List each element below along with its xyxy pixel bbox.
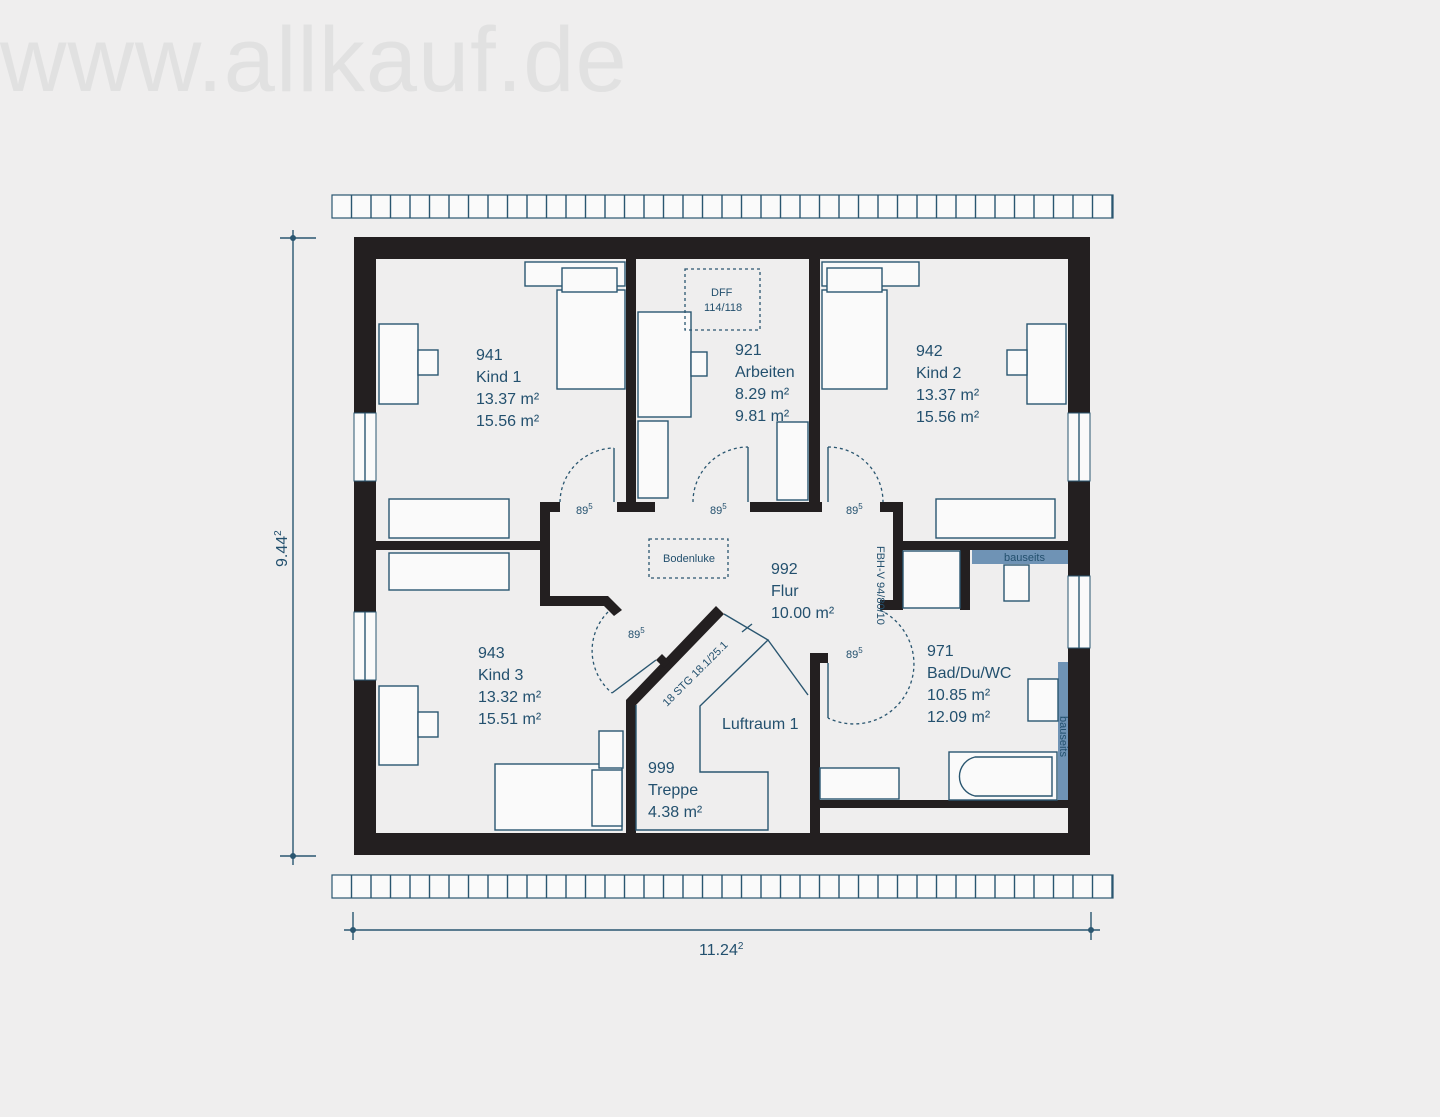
room-area1: 13.32 m² (478, 689, 542, 706)
fbh-label: FBH-V 94/80/10 (874, 546, 886, 625)
room-name: Kind 2 (916, 365, 961, 382)
height-dimension: 9.442 (273, 230, 316, 865)
door-width-label: 895 (846, 646, 863, 661)
room-area1: 10.00 m² (771, 605, 835, 622)
room-name: Kind 1 (476, 369, 521, 386)
svg-text:9.442: 9.442 (273, 530, 291, 567)
room-name: Kind 3 (478, 667, 523, 684)
room-number: 943 (478, 645, 505, 662)
stairs-label: 18 STG 18.1/25.1 (661, 639, 731, 709)
room-number: 992 (771, 561, 798, 578)
door-width-label: 895 (576, 502, 593, 517)
door-width-label: 895 (628, 626, 645, 641)
room-area2: 12.09 m² (927, 709, 991, 726)
room-area1: 4.38 m² (648, 804, 703, 821)
room-name: Arbeiten (735, 364, 795, 381)
room-area1: 13.37 m² (476, 391, 540, 408)
roof-ruler-bottom (331, 874, 1114, 899)
roof-ruler-top (331, 194, 1114, 219)
door-width-label: 895 (710, 502, 727, 517)
windows (353, 412, 1091, 681)
width-dimension: 11.242 (344, 912, 1100, 959)
luftraum-label: Luftraum 1 (722, 716, 799, 733)
staircase (635, 613, 809, 831)
room-number: 921 (735, 342, 762, 359)
room-area1: 10.85 m² (927, 687, 991, 704)
room-name: Bad/Du/WC (927, 665, 1011, 682)
watermark: www.allkauf.de (0, 9, 628, 111)
room-name: Treppe (648, 782, 698, 799)
room-area1: 8.29 m² (735, 386, 790, 403)
room-area2: 9.81 m² (735, 408, 790, 425)
installation-shaft-side (1058, 662, 1068, 800)
dff-size-label: 114/118 (704, 302, 742, 314)
room-area2: 15.56 m² (476, 413, 540, 430)
room-name: Flur (771, 583, 799, 600)
bodenluke-label: Bodenluke (663, 553, 715, 565)
room-area2: 15.56 m² (916, 409, 980, 426)
room-number: 941 (476, 347, 503, 364)
room-area1: 13.37 m² (916, 387, 980, 404)
dff-label: DFF (711, 287, 733, 299)
room-number: 971 (927, 643, 954, 660)
room-number: 999 (648, 760, 675, 777)
door-width-label: 895 (846, 502, 863, 517)
svg-text:11.242: 11.242 (699, 941, 744, 959)
room-area2: 15.51 m² (478, 711, 542, 728)
bauseits-label: bauseits (1004, 552, 1045, 564)
outer-walls (354, 237, 1090, 855)
installation-shaft-top (972, 550, 1068, 564)
room-number: 942 (916, 343, 943, 360)
bauseits-side-label: bauseits (1057, 716, 1069, 757)
furniture (378, 261, 1067, 831)
interior-walls (376, 259, 1068, 833)
door-width-labels: 895 895 895 895 895 (576, 502, 863, 661)
